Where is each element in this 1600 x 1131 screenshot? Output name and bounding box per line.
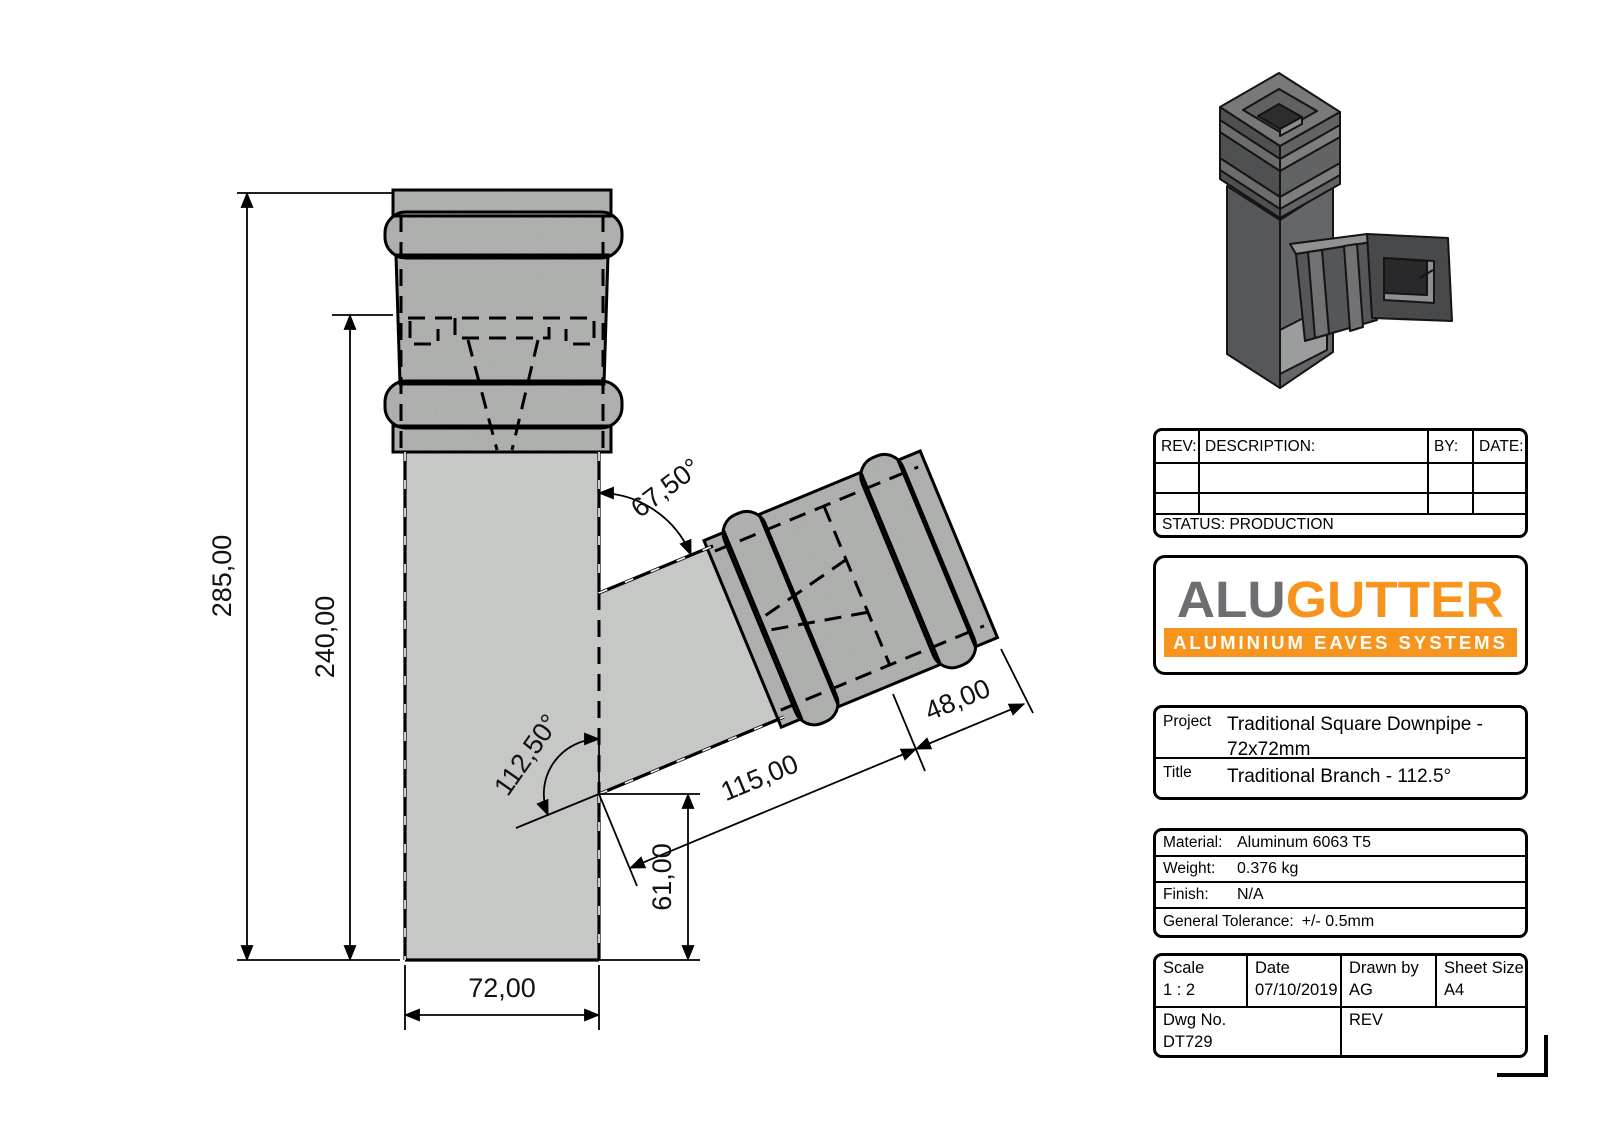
project-value: Traditional Square Downpipe - 72x72mm (1227, 708, 1483, 760)
rev-header-by: BY: (1429, 431, 1474, 464)
rev-cell: REV (1342, 1008, 1525, 1055)
rev-table-cell (1200, 494, 1429, 515)
finish-value: N/A (1237, 886, 1264, 903)
top-socket (383, 188, 624, 454)
rev-table-cell (1156, 464, 1200, 494)
sheet-size-value: A4 (1444, 981, 1465, 999)
rev-table-cell (1200, 464, 1429, 494)
scale-cell: Scale 1 : 2 (1156, 956, 1248, 1006)
sheet-size-label: Sheet Size (1444, 959, 1524, 977)
dimensions (237, 191, 1034, 1030)
rev-header-date: DATE: (1474, 431, 1525, 464)
dim-height-to-socket: 240,00 (310, 596, 340, 679)
project-label: Project (1163, 713, 1212, 730)
iso-top-socket (1219, 72, 1341, 219)
scale-value: 1 : 2 (1163, 981, 1196, 999)
dim-socket-length: 48,00 (921, 673, 995, 727)
title-label: Title (1163, 764, 1192, 781)
dwg-no-label: Dwg No. (1163, 1011, 1227, 1029)
weight-label: Weight: (1163, 860, 1216, 877)
logo-alu: ALU (1176, 570, 1286, 628)
dwg-no-value: DT729 (1163, 1033, 1213, 1051)
project-value-line2: 72x72mm (1227, 739, 1311, 760)
dim-angle-top: 67,50° (625, 452, 706, 523)
project-title-block: Project Traditional Square Downpipe - 72… (1153, 705, 1528, 800)
rev-header-rev: REV: (1156, 431, 1200, 464)
date-label: Date (1255, 959, 1290, 977)
rev-table-cell (1429, 464, 1474, 494)
logo-wordmark: ALUGUTTER (1177, 574, 1504, 625)
logo-box: ALUGUTTER ALUMINIUM EAVES SYSTEMS (1153, 555, 1528, 675)
iso-view (1219, 72, 1453, 389)
material-label: Material: (1163, 834, 1223, 851)
tolerance-label: General Tolerance: (1163, 913, 1294, 930)
logo-tagline: ALUMINIUM EAVES SYSTEMS (1164, 627, 1517, 657)
rev-header-description: DESCRIPTION: (1200, 431, 1429, 464)
orthographic-view: 285,00 240,00 72,00 61,00 115,00 48,00 6… (207, 188, 1034, 1030)
dim-pipe-width: 72,00 (468, 973, 536, 1003)
socket-hidden-lines (399, 215, 605, 451)
dim-branch-length: 115,00 (717, 748, 803, 807)
scale-label: Scale (1163, 959, 1205, 977)
title-value: Traditional Branch - 112.5° (1227, 766, 1452, 787)
project-value-line1: Traditional Square Downpipe - (1227, 714, 1483, 735)
rev-table-cell (1474, 494, 1525, 515)
sheet-corner-mark (1497, 1035, 1548, 1077)
iso-branch (1289, 233, 1453, 342)
tolerance-value: +/- 0.5mm (1301, 913, 1375, 930)
rev-table-cell (1429, 494, 1474, 515)
rev-label: REV (1349, 1011, 1383, 1029)
date-cell: Date 07/10/2019 (1248, 956, 1342, 1006)
specs-block: Material: Aluminum 6063 T5 Weight: 0.376… (1153, 828, 1528, 938)
sheet-size-cell: Sheet Size A4 (1437, 956, 1525, 1006)
dim-height-total: 285,00 (207, 535, 237, 618)
branch-socket (702, 449, 1000, 730)
rev-table-cell (1474, 464, 1525, 494)
drawn-by-label: Drawn by (1349, 959, 1419, 977)
date-value: 07/10/2019 (1255, 981, 1338, 999)
dim-branch-drop: 61,00 (647, 843, 677, 911)
drawn-by-value: AG (1349, 981, 1373, 999)
info-block: Scale 1 : 2 Date 07/10/2019 Drawn by AG … (1153, 953, 1528, 1058)
logo-gutter: GUTTER (1285, 570, 1505, 628)
drawn-by-cell: Drawn by AG (1342, 956, 1437, 1006)
dwg-no-cell: Dwg No. DT729 (1156, 1008, 1342, 1055)
status-text: STATUS: PRODUCTION (1162, 516, 1334, 533)
rev-table-cell (1156, 494, 1200, 515)
pipe-body (405, 450, 784, 960)
weight-value: 0.376 kg (1237, 860, 1299, 877)
finish-label: Finish: (1163, 886, 1209, 903)
revision-table: REV: DESCRIPTION: BY: DATE: STATUS: PROD… (1153, 428, 1528, 538)
material-value: Aluminum 6063 T5 (1237, 834, 1371, 851)
branch-socket-hidden-lines (714, 465, 985, 712)
